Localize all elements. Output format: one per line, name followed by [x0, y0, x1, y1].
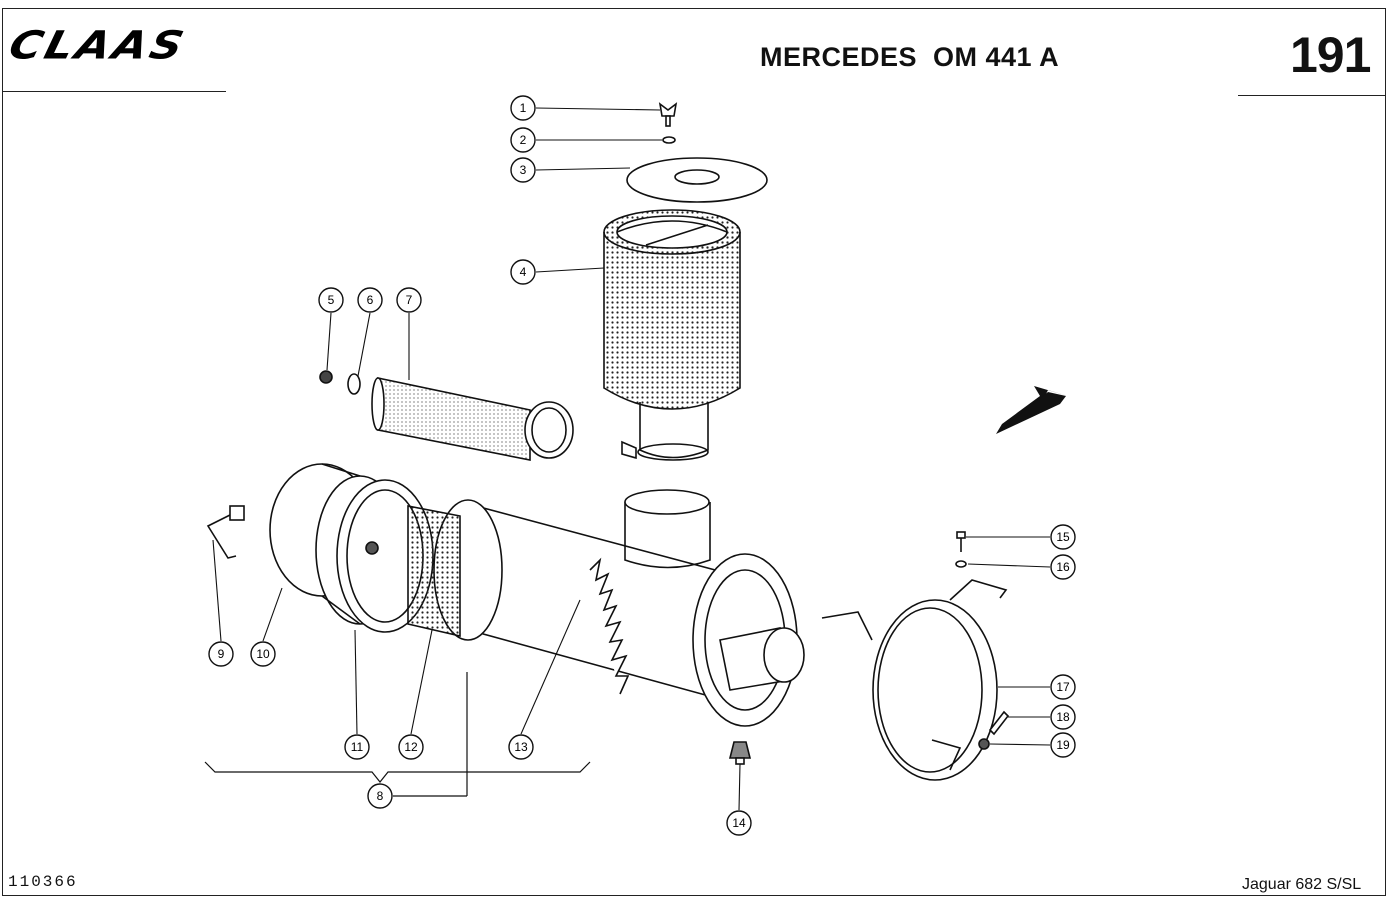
callout-13: 13 [508, 734, 534, 760]
callout-17: 17 [1050, 674, 1076, 700]
callout-7: 7 [396, 287, 422, 313]
callout-1: 1 [510, 95, 536, 121]
svg-text:6: 6 [367, 293, 374, 307]
cover-disk-part [626, 157, 768, 203]
callout-5: 5 [318, 287, 344, 313]
callout-14: 14 [726, 810, 752, 836]
svg-text:17: 17 [1056, 680, 1070, 694]
svg-text:5: 5 [328, 293, 335, 307]
callout-12: 12 [398, 734, 424, 760]
svg-text:1: 1 [520, 101, 527, 115]
main-filter-element-part [603, 209, 741, 461]
page-title: MERCEDES OM 441 A [760, 42, 1060, 72]
callout-11: 11 [344, 734, 370, 760]
callout-18: 18 [1050, 704, 1076, 730]
logo-underline [2, 91, 226, 92]
page-number: 191 [1290, 27, 1371, 83]
svg-text:3: 3 [520, 163, 527, 177]
strap-bolt-part [988, 710, 1010, 736]
svg-text:12: 12 [404, 740, 418, 754]
callout-15: 15 [1050, 524, 1076, 550]
wing-nut-part [658, 102, 678, 127]
svg-text:9: 9 [218, 647, 225, 661]
inner-element-part [407, 505, 461, 638]
page-number-underline [1238, 95, 1386, 96]
nut-part [319, 370, 333, 384]
safety-cartridge-part [371, 377, 574, 461]
svg-text:18: 18 [1056, 710, 1070, 724]
svg-text:4: 4 [520, 265, 527, 279]
mounting-strap-part [821, 579, 1008, 781]
callout-9: 9 [208, 641, 234, 667]
svg-text:16: 16 [1056, 560, 1070, 574]
callout-6: 6 [357, 287, 383, 313]
svg-text:10: 10 [256, 647, 270, 661]
machine-model: Jaguar 682 S/SL [1242, 876, 1362, 893]
drain-valve-part [728, 741, 752, 765]
clip-part [206, 511, 237, 559]
svg-text:2: 2 [520, 133, 527, 147]
washer-part [662, 136, 676, 144]
svg-text:14: 14 [732, 816, 746, 830]
lock-washer-part [955, 560, 967, 568]
callout-16: 16 [1050, 554, 1076, 580]
svg-text:8: 8 [377, 789, 384, 803]
svg-text:11: 11 [351, 740, 364, 754]
strap-nut-part [978, 738, 990, 750]
callout-10: 10 [250, 641, 276, 667]
o-ring-part [347, 373, 361, 395]
assembly-bracket [204, 761, 591, 783]
bolt-part [956, 531, 966, 552]
callout-3: 3 [510, 157, 536, 183]
svg-text:19: 19 [1056, 738, 1070, 752]
svg-text:15: 15 [1056, 530, 1070, 544]
cyclone-vanes-part [589, 557, 630, 695]
callout-19: 19 [1050, 732, 1076, 758]
callout-labels: 1 2 3 4 5 6 7 8 9 10 11 12 13 14 15 16 1… [208, 95, 1076, 836]
callout-8: 8 [367, 783, 393, 809]
housing-body-part [433, 489, 805, 727]
page-frame [2, 8, 1386, 896]
svg-text:13: 13 [514, 740, 528, 754]
callout-2: 2 [510, 127, 536, 153]
callout-4: 4 [510, 259, 536, 285]
document-code: 110366 [8, 873, 78, 891]
svg-text:7: 7 [406, 293, 413, 307]
